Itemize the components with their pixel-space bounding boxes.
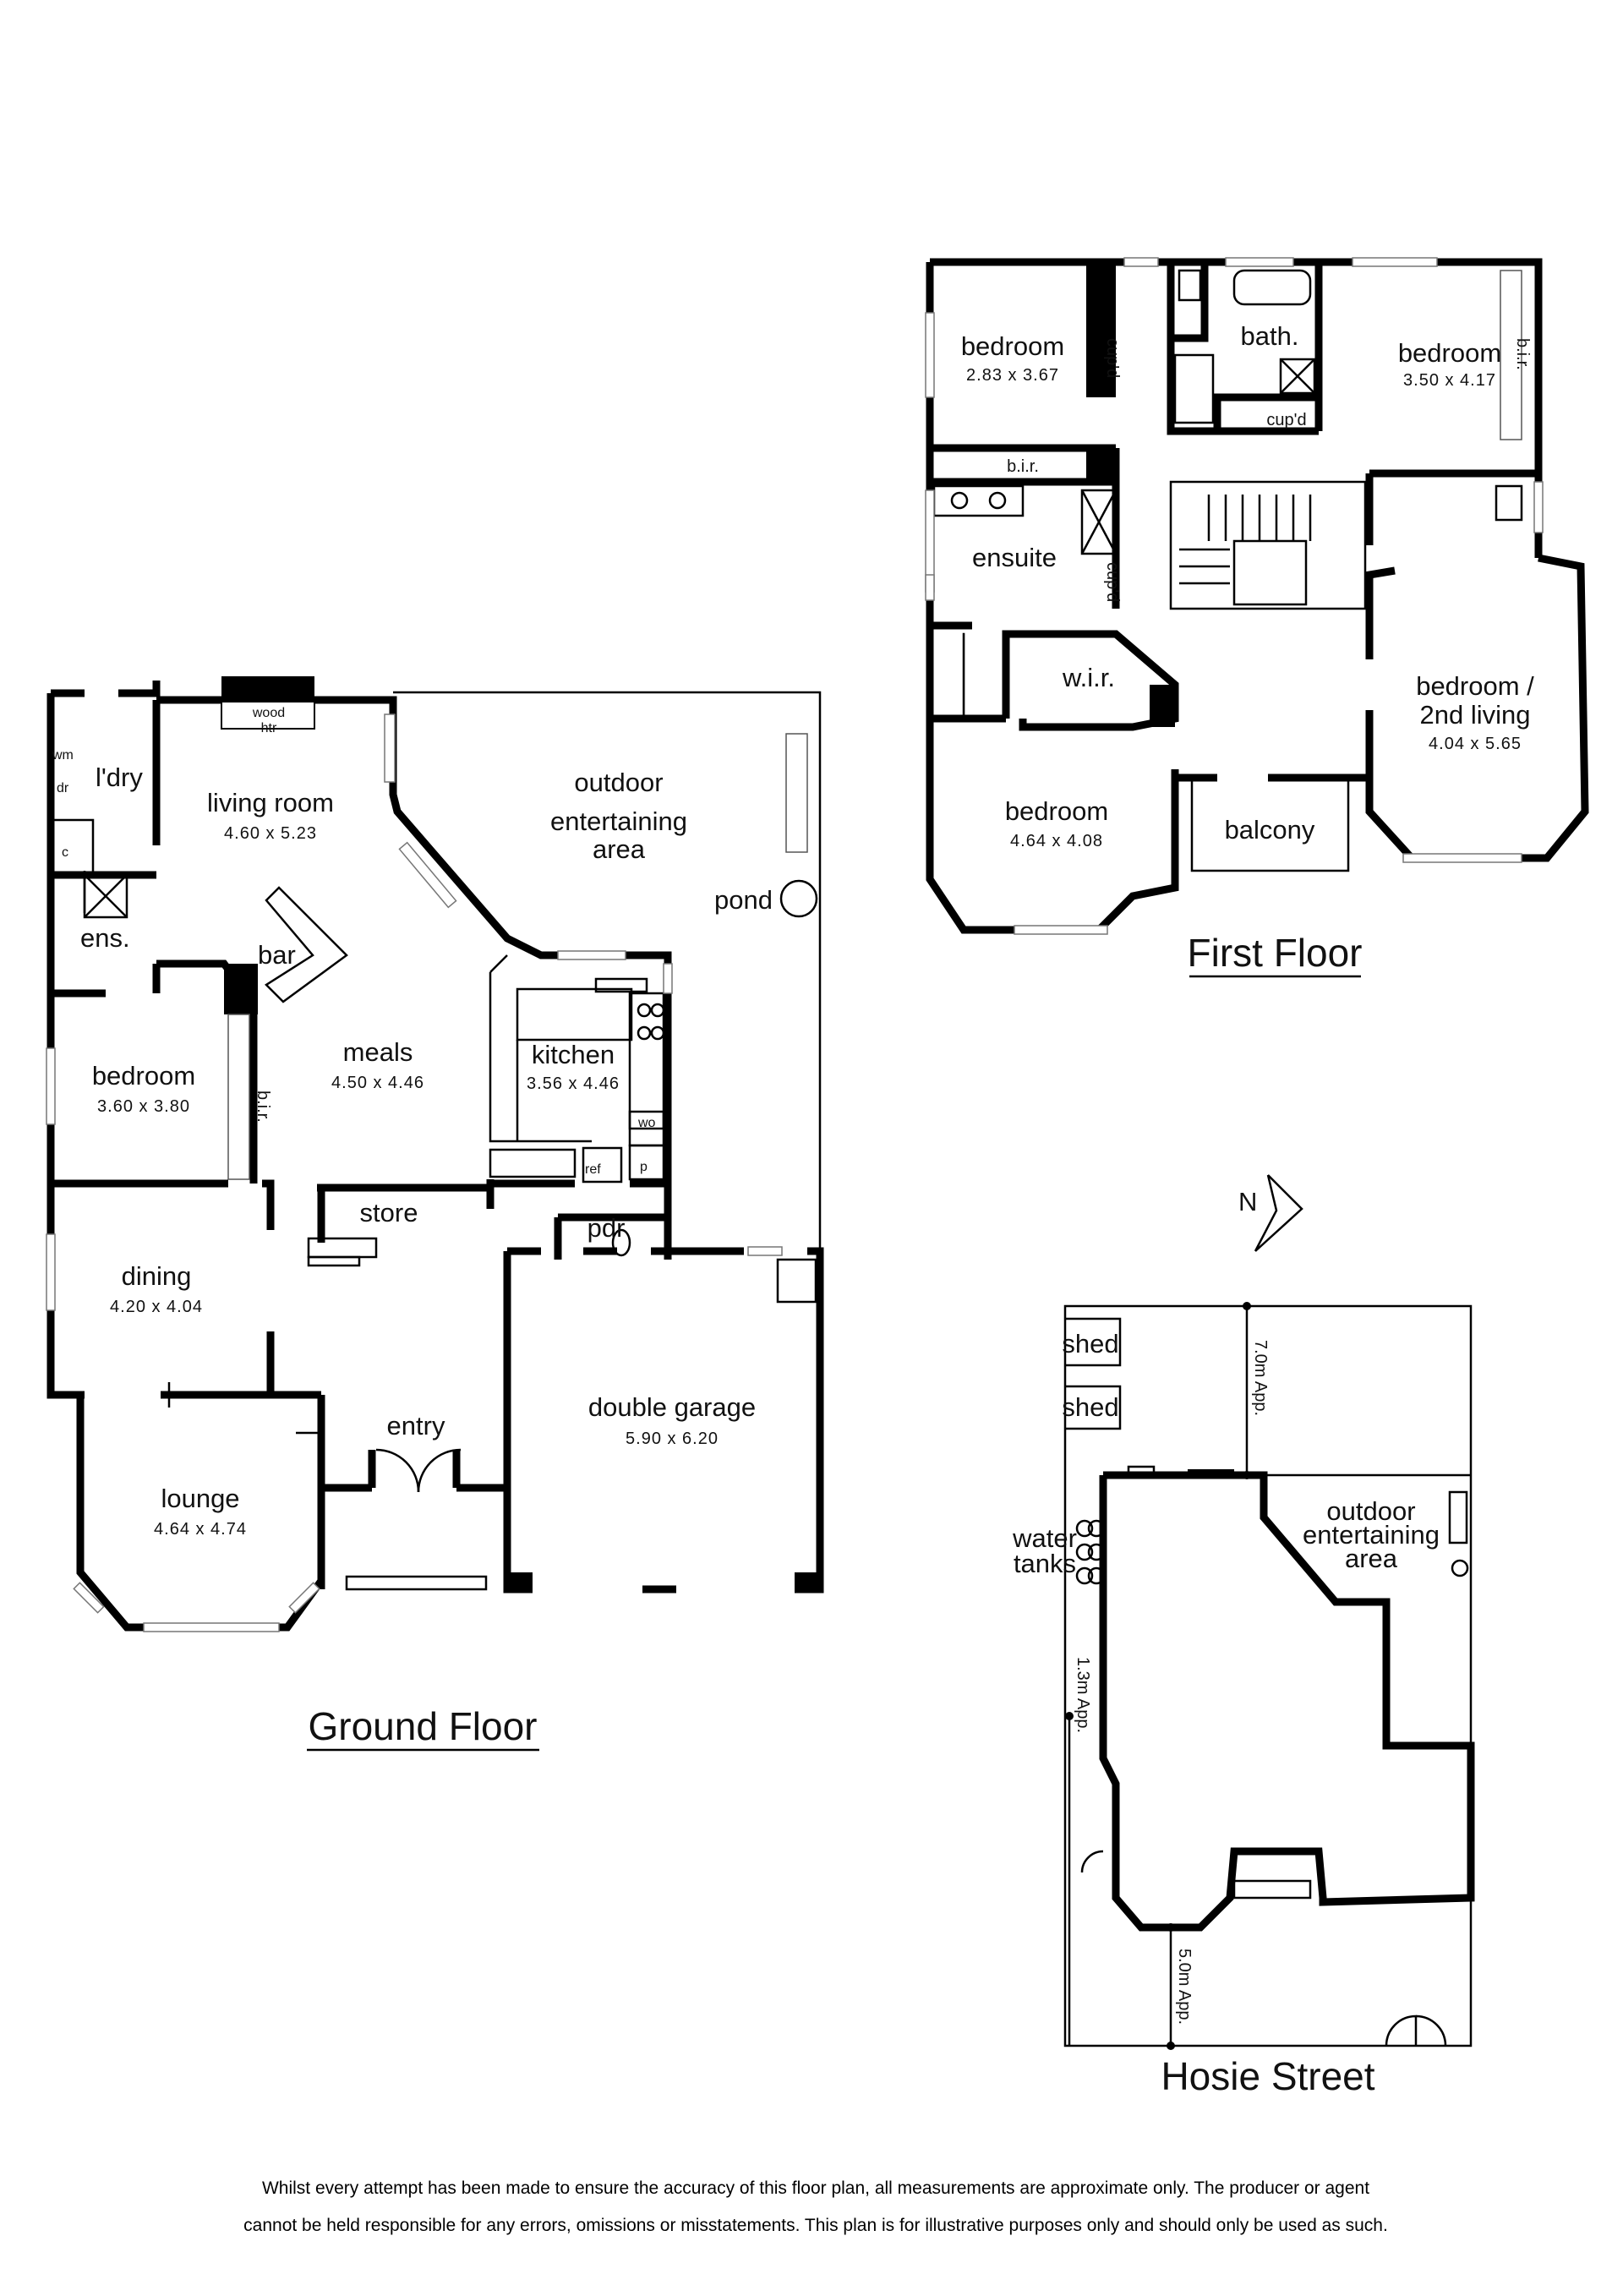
label-bir: b.i.r. (254, 1091, 272, 1123)
dims-ff-bedroom-2: 3.50 x 4.17 (1403, 371, 1496, 390)
label-htr: htr (261, 721, 277, 735)
ground-floor-labels: l'dry wm dr c ens. wood htr living room … (52, 706, 773, 1752)
label-bar: bar (258, 940, 296, 970)
dims-meals: 4.50 x 4.46 (331, 1074, 424, 1092)
label-dr: dr (57, 781, 69, 795)
label-laundry: l'dry (96, 763, 143, 792)
dims-ff-bedroom-1: 2.83 x 3.67 (966, 366, 1059, 385)
label-north: N (1238, 1187, 1257, 1216)
label-ff-cupd-3: cup'd (1103, 562, 1122, 602)
label-shed-2: shed (1062, 1392, 1118, 1422)
site-labels: N shed shed 7.0m App. water tanks outdoo… (1012, 1187, 1440, 2098)
label-front-setback: 5.0m App. (1175, 1949, 1194, 2025)
label-ff-bir-1: b.i.r. (1007, 457, 1039, 476)
label-kitchen: kitchen (532, 1040, 615, 1069)
ground-floor-plan (46, 676, 824, 1632)
disclaimer-line-2: cannot be held responsible for any error… (243, 2216, 1388, 2235)
label-ff-bath: bath. (1241, 321, 1299, 351)
north-arrow (1254, 1174, 1303, 1252)
label-double-garage: double garage (588, 1392, 756, 1422)
label-ff-bir-2: b.i.r. (1513, 338, 1532, 370)
ground-floor-title: Ground Floor (308, 1704, 537, 1748)
label-outdoor-3: area (593, 834, 646, 864)
label-ff-balcony: balcony (1225, 815, 1315, 845)
label-dining: dining (122, 1261, 192, 1291)
first-floor-labels: bedroom 2.83 x 3.67 cup'd bath. bedroom … (961, 321, 1534, 978)
dims-living-room: 4.60 x 5.23 (224, 824, 317, 843)
label-ff-bedroom-3b: 2nd living (1420, 700, 1531, 730)
label-ensuite: ens. (80, 923, 130, 953)
label-outdoor-1: outdoor (574, 768, 663, 797)
label-ff-ensuite: ensuite (972, 543, 1057, 572)
label-ff-wir: w.i.r. (1062, 663, 1115, 692)
label-wo: wo (637, 1116, 656, 1130)
disclaimer-line-1: Whilst every attempt has been made to en… (261, 2178, 1370, 2198)
dims-lounge: 4.64 x 4.74 (154, 1520, 247, 1539)
label-ff-bedroom-2: bedroom (1398, 338, 1501, 368)
label-c: c (62, 845, 68, 860)
label-ff-cupd-1: cup'd (1103, 338, 1122, 378)
label-ff-bedroom-3a: bedroom / (1416, 671, 1534, 701)
dims-double-garage: 5.90 x 6.20 (626, 1430, 719, 1448)
label-site-outdoor-3: area (1345, 1544, 1398, 1573)
label-ff-bedroom-4: bedroom (1005, 796, 1108, 826)
label-pdr: pdr (587, 1213, 626, 1243)
label-living-room: living room (207, 788, 334, 817)
label-street: Hosie Street (1161, 2054, 1374, 2098)
first-floor-plan (925, 257, 1589, 935)
label-ff-cupd-2: cup'd (1266, 411, 1306, 429)
dims-kitchen: 3.56 x 4.46 (527, 1074, 620, 1093)
label-water-1: water (1012, 1523, 1077, 1553)
dims-bedroom: 3.60 x 3.80 (97, 1097, 190, 1116)
site-plan (1063, 1302, 1475, 2050)
label-entry: entry (387, 1411, 445, 1440)
label-store: store (360, 1198, 418, 1227)
dims-dining: 4.20 x 4.04 (110, 1298, 203, 1316)
label-rear-setback: 7.0m App. (1251, 1340, 1270, 1416)
label-water-2: tanks (1014, 1549, 1076, 1578)
label-lounge: lounge (161, 1484, 239, 1513)
label-wood: wood (252, 706, 285, 720)
label-bedroom: bedroom (92, 1061, 195, 1091)
dims-ff-bedroom-3: 4.04 x 5.65 (1429, 735, 1522, 753)
label-ref: ref (585, 1162, 601, 1177)
label-ff-bedroom-1: bedroom (961, 331, 1064, 361)
label-shed-1: shed (1062, 1329, 1118, 1358)
label-p: p (640, 1160, 648, 1174)
label-wm: wm (52, 748, 74, 763)
first-floor-title: First Floor (1188, 931, 1363, 975)
label-site-outdoor-1: outdoor (1326, 1496, 1415, 1526)
label-pond: pond (714, 885, 773, 915)
label-meals: meals (343, 1037, 413, 1067)
label-side-setback: 1.3m App. (1074, 1657, 1092, 1733)
label-site-outdoor-2: entertaining (1303, 1520, 1440, 1550)
dims-ff-bedroom-4: 4.64 x 4.08 (1010, 832, 1103, 850)
label-outdoor-2: entertaining (550, 806, 687, 836)
